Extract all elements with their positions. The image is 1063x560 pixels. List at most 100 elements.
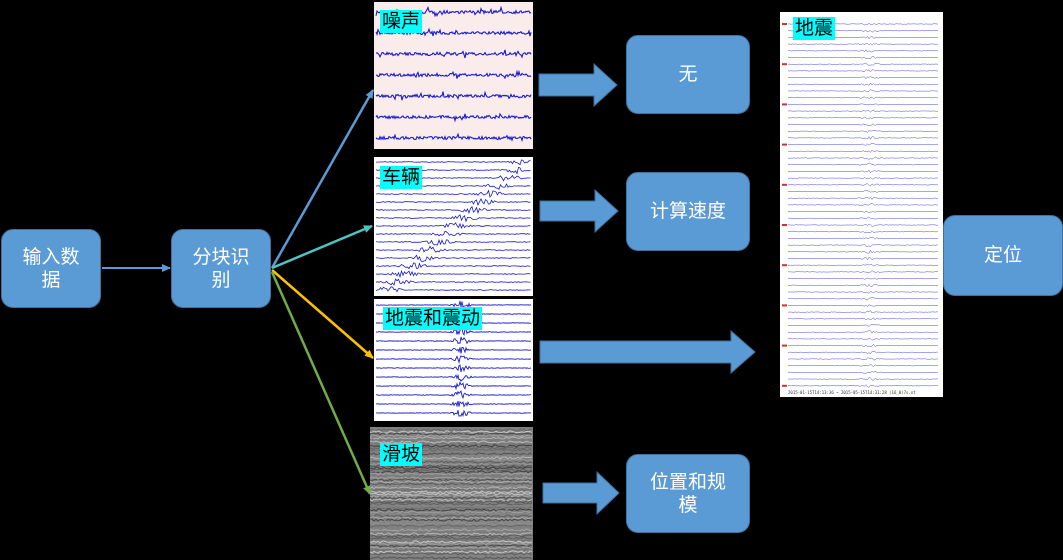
node-locate: 定位 [943, 215, 1063, 296]
block-arrow-vehicle-to-speed [540, 190, 618, 232]
station-tag [782, 63, 787, 65]
waveform-trace [376, 72, 531, 79]
waveform-trace [788, 50, 938, 52]
node-position-scale: 位置和规模 [626, 454, 750, 533]
waveform-trace [370, 485, 532, 487]
waveform-trace [788, 364, 938, 367]
earthquake-time-caption: 2015-01-15T14:13:36 ~ 2015-05-15T14:31:2… [788, 390, 916, 395]
waveform-trace [788, 318, 938, 320]
panel-label-quake: 地震和震动 [383, 307, 482, 330]
waveform-trace [788, 257, 938, 260]
arrow-to-landslide [272, 272, 370, 494]
waveform-trace [788, 331, 938, 334]
waveform-trace [376, 410, 531, 416]
waveform-trace [376, 199, 531, 205]
waveform-trace [370, 501, 532, 503]
waveform-trace [376, 365, 531, 372]
waveform-trace [788, 170, 938, 173]
station-tag [782, 144, 787, 146]
waveform-trace [788, 184, 938, 187]
waveform-trace [370, 557, 532, 559]
waveform-trace [788, 124, 938, 126]
station-tag [782, 385, 787, 387]
waveform-trace [788, 264, 938, 266]
waveform-trace [376, 223, 531, 228]
waveform-trace [788, 150, 938, 153]
waveform-trace [376, 391, 531, 398]
waveform-trace [370, 481, 532, 483]
station-tag [782, 264, 787, 266]
waveform-trace [788, 83, 938, 86]
station-tag [782, 304, 787, 306]
waveform-trace [788, 157, 938, 159]
waveform-trace [376, 356, 531, 362]
waveform-trace [788, 191, 938, 193]
block-arrow-quake-to-earthquake [540, 331, 755, 373]
station-tag [782, 224, 787, 226]
arrow-to-vehicle [272, 226, 372, 268]
waveform-trace [788, 143, 938, 145]
waveform-trace [370, 435, 532, 437]
waveform-trace [376, 191, 531, 197]
waveform-trace [370, 537, 532, 539]
waveform-trace [788, 244, 938, 247]
waveform-trace [788, 217, 938, 219]
waveform-trace [370, 505, 532, 507]
arrow-to-quake [272, 270, 373, 358]
waveform-trace [788, 211, 938, 213]
waveform-trace [376, 240, 531, 245]
panel-landslide: 滑坡 [370, 427, 533, 560]
waveform-trace [788, 237, 938, 239]
waveform-trace [788, 338, 938, 340]
waveform-trace [376, 215, 531, 221]
waveform-trace [788, 351, 938, 354]
station-tag [782, 103, 787, 105]
waveform-trace [376, 246, 531, 252]
panel-label-vehicle: 车辆 [380, 166, 422, 189]
waveform-trace [788, 63, 938, 65]
waveform-trace [376, 263, 531, 269]
waveform-trace [788, 43, 938, 45]
waveform-trace [788, 178, 938, 180]
waveform-trace [788, 372, 938, 374]
waveform-trace [788, 117, 938, 119]
waveform-trace [376, 375, 531, 381]
waveform-trace [370, 471, 532, 473]
waveform-trace [788, 110, 938, 112]
node-block-classify: 分块识别 [171, 229, 271, 308]
station-tag [782, 345, 787, 347]
waveform-trace [370, 531, 532, 533]
waveform-trace [788, 324, 938, 326]
waveform-trace [376, 231, 531, 236]
waveform-trace [370, 517, 532, 519]
waveform-trace [788, 97, 938, 99]
waveform-trace [788, 344, 938, 346]
waveform-trace [376, 207, 531, 213]
waveform-trace [370, 497, 532, 499]
waveform-trace [376, 401, 531, 407]
waveform-trace [788, 291, 938, 293]
waveform-trace [788, 137, 938, 140]
panel-quake-vibration: 地震和震动 [374, 299, 533, 421]
waveform-trace [788, 70, 938, 72]
waveform-trace [788, 305, 938, 307]
waveform-trace [376, 287, 531, 292]
waveform-trace [788, 310, 938, 313]
node-none: 无 [626, 35, 750, 114]
waveform-trace [788, 197, 938, 199]
waveform-trace [370, 429, 532, 431]
waveform-trace [376, 92, 531, 101]
panel-earthquake: 地震 2015-01-15T14:13:36 ~ 2015-05-15T14:3… [780, 12, 943, 397]
block-arrow-landslide-to-position [543, 472, 619, 514]
earthquake-waveforms [780, 12, 943, 397]
waveform-trace [376, 337, 531, 344]
waveform-trace [376, 134, 531, 140]
panel-noise: 噪声 [374, 2, 533, 149]
waveform-trace [788, 104, 938, 105]
waveform-trace [788, 278, 938, 280]
waveform-trace [788, 163, 938, 166]
waveform-trace [376, 160, 531, 165]
waveform-trace [788, 250, 938, 253]
waveform-trace [370, 541, 532, 543]
waveform-trace [788, 76, 938, 79]
